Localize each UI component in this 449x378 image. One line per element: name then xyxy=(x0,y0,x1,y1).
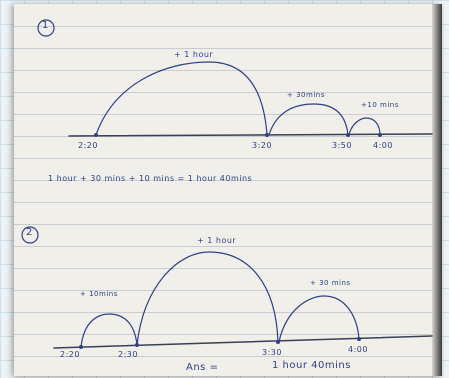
rule-line xyxy=(14,202,442,203)
rule-line xyxy=(14,224,442,225)
problem-2-number-line xyxy=(53,335,433,349)
problem-2-answer-label: Ans = xyxy=(186,362,219,373)
problem-1-answer: 1 hour + 30 mins + 10 mins = 1 hour 40mi… xyxy=(48,174,253,183)
notebook-page: 1 + 1 hour + 30mins +10 mins 2:20 3:20 3… xyxy=(14,4,442,376)
rule-line xyxy=(14,158,442,159)
problem-1-arc-label-1: + 1 hour xyxy=(174,50,214,59)
problem-2-answer: 1 hour 40mins xyxy=(272,360,351,371)
problem-1-tick-label: 4:00 xyxy=(373,141,393,150)
notebook-binding-edge xyxy=(432,4,442,376)
problem-1-tick-label: 2:20 xyxy=(78,141,98,150)
rule-line xyxy=(14,268,442,269)
rule-line xyxy=(14,246,442,247)
rule-line xyxy=(14,334,442,335)
rule-line xyxy=(14,48,442,49)
handwritten-number-lines xyxy=(21,19,433,349)
rule-line xyxy=(14,70,442,71)
arc-30-mins xyxy=(278,295,360,343)
rule-line xyxy=(14,114,442,115)
rule-line xyxy=(14,180,442,181)
problem-1-tick-label: 3:20 xyxy=(252,141,272,150)
problem-1-circle xyxy=(37,19,55,37)
problem-1-number-line xyxy=(68,133,433,137)
problem-2-tick-label: 4:00 xyxy=(348,345,368,354)
arc-10-mins xyxy=(348,117,381,136)
arc-1-hour xyxy=(136,251,279,346)
problem-1-arc-label-2: + 30mins xyxy=(287,91,325,99)
problem-1-number: 1 xyxy=(42,20,49,31)
rule-line xyxy=(14,356,442,357)
rule-line xyxy=(14,26,442,27)
rule-line xyxy=(14,290,442,291)
rule-line xyxy=(14,136,442,137)
problem-2-arc-label-2: + 1 hour xyxy=(197,236,237,245)
problem-2-arc-label-3: + 30 mins xyxy=(310,279,351,287)
problem-1-arc-label-3: +10 mins xyxy=(361,101,399,109)
arc-30-mins xyxy=(268,103,349,136)
arc-10-mins xyxy=(80,313,138,348)
arc-1-hour xyxy=(95,61,268,136)
problem-2-number: 2 xyxy=(26,227,33,238)
problem-2-tick-label: 2:30 xyxy=(118,350,138,359)
rule-line xyxy=(14,312,442,313)
problem-2-tick-label: 2:20 xyxy=(60,350,80,359)
problem-1-tick-label: 3:50 xyxy=(332,141,352,150)
problem-2-tick-label: 3:30 xyxy=(262,348,282,357)
rule-line xyxy=(14,92,442,93)
problem-2-circle xyxy=(21,226,39,244)
problem-2-arc-label-1: + 10mins xyxy=(80,290,118,298)
